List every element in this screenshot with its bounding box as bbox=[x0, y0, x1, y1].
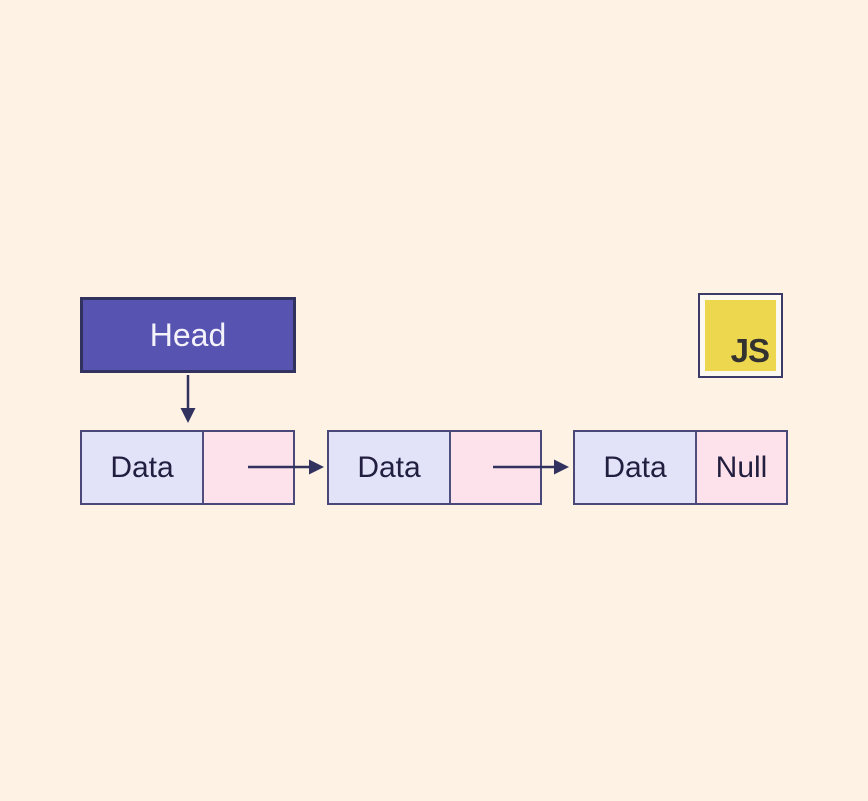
data-cell: Data bbox=[575, 432, 695, 503]
javascript-logo-text: JS bbox=[730, 332, 770, 369]
null-cell: Null bbox=[695, 432, 786, 503]
list-node-2: Data bbox=[327, 430, 542, 505]
javascript-logo-square: JS bbox=[705, 300, 776, 371]
head-box: Head bbox=[80, 297, 296, 373]
pointer-cell bbox=[449, 432, 540, 503]
data-label: Data bbox=[357, 450, 421, 484]
head-label: Head bbox=[149, 316, 227, 353]
data-label: Data bbox=[110, 450, 174, 484]
data-cell: Data bbox=[329, 432, 449, 503]
null-label: Null bbox=[715, 450, 768, 484]
list-node-3: Data Null bbox=[573, 430, 788, 505]
pointer-cell bbox=[202, 432, 293, 503]
data-label: Data bbox=[603, 450, 667, 484]
list-node-1: Data bbox=[80, 430, 295, 505]
javascript-logo: JS bbox=[698, 293, 783, 378]
data-cell: Data bbox=[82, 432, 202, 503]
